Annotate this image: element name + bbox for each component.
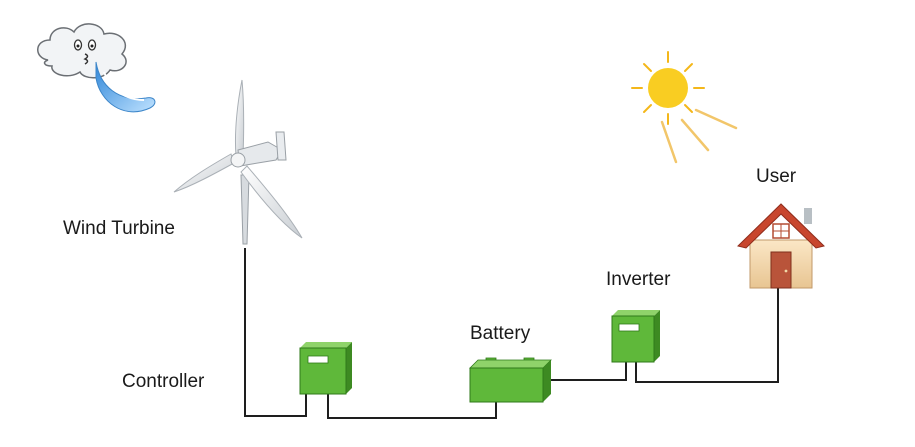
inverter-icon <box>611 310 660 363</box>
user-label: User <box>756 166 797 187</box>
wire-inverter-to-user <box>635 288 779 383</box>
wind-gust-icon <box>95 61 156 113</box>
cloud-face-icon <box>37 23 127 79</box>
wiring <box>244 248 779 419</box>
wire-turbine-to-controller <box>244 248 307 417</box>
house-icon <box>737 203 825 289</box>
inverter-label: Inverter <box>606 269 671 290</box>
controller-label: Controller <box>122 371 205 392</box>
controller-icon <box>299 342 352 395</box>
battery-icon <box>469 357 552 403</box>
wind-turbine-label: Wind Turbine <box>63 218 175 239</box>
wire-controller-to-battery <box>327 394 497 419</box>
battery-label: Battery <box>470 323 531 344</box>
wind-turbine-icon <box>173 79 303 245</box>
wire-battery-to-inverter <box>551 362 627 381</box>
sun-icon <box>631 51 738 164</box>
